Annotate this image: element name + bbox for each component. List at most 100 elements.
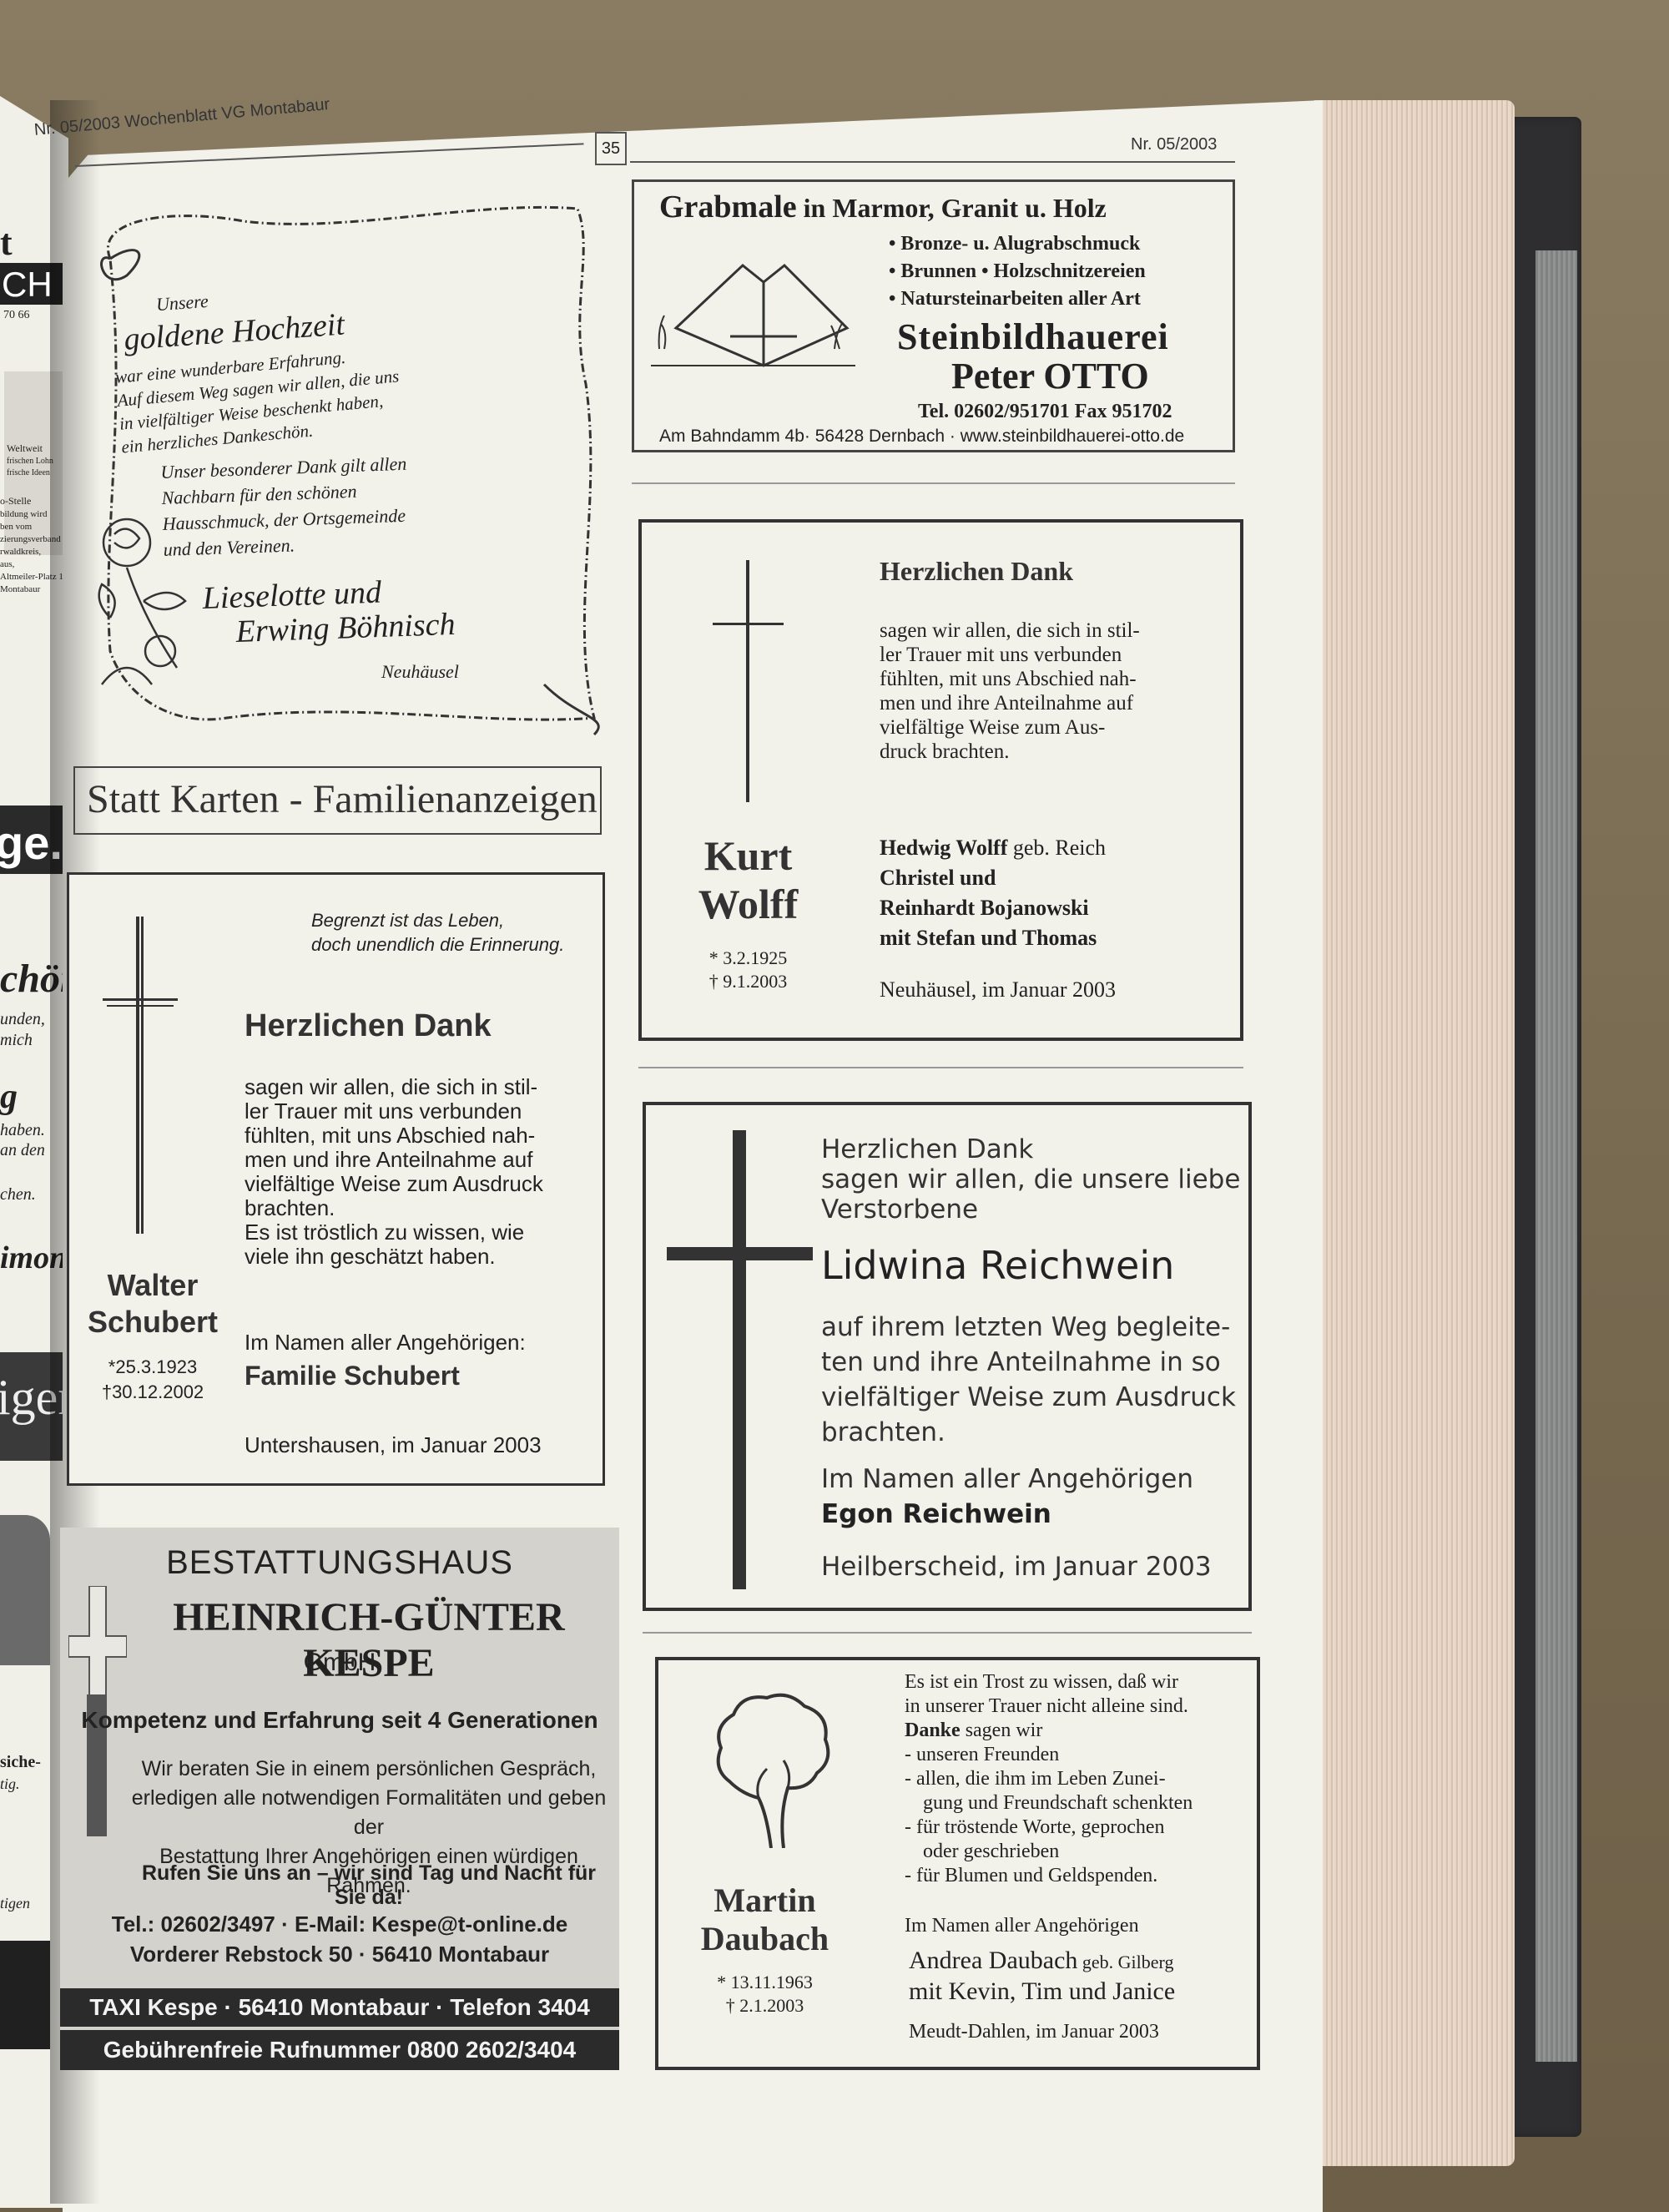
left-fragment: frische Ideen xyxy=(7,468,50,477)
daubach-family-b: mit Kevin, Tim und Janice xyxy=(909,1977,1176,2005)
died-date: †30.12.2002 xyxy=(101,1381,204,1402)
body-line: Bestattung Ihrer Angehörigen einen würdi… xyxy=(159,1845,578,1897)
reichwein-body: auf ihrem letzten Weg begleite- ten und … xyxy=(821,1310,1236,1450)
statt-karten-box: Statt Karten - Familienanzeigen xyxy=(73,766,602,835)
grabmale-company: Steinbildhauerei xyxy=(897,316,1169,357)
left-logo: CH xyxy=(0,263,63,305)
left-fragment: g xyxy=(0,1078,18,1116)
left-fragment: Altmeiler-Platz 1, xyxy=(0,572,66,582)
family-line-a: Hedwig Wolff geb. Reich xyxy=(880,833,1106,863)
bullet-line: • Bronze- u. Alugrabschmuck xyxy=(889,233,1141,255)
divider xyxy=(643,1632,1252,1634)
body-line: vielfältige Weise zum Ausdruck xyxy=(245,1171,543,1196)
cross-bar xyxy=(103,998,178,1001)
family-name: Andrea Daubach xyxy=(909,1947,1078,1974)
schubert-quote: Begrenzt ist das Leben, doch unendlich d… xyxy=(311,908,564,957)
kespe-gmbh: GmbH xyxy=(303,1649,376,1676)
list-line: - für Blumen und Geldspenden. xyxy=(905,1865,1158,1886)
body-line: druck brachten. xyxy=(880,740,1010,763)
grabmale-tel: Tel. 02602/951701 Fax 951702 xyxy=(918,401,1172,422)
left-fragment: ben vom xyxy=(0,522,33,532)
schubert-name: Walter Schubert xyxy=(78,1267,228,1341)
name-line: Wolff xyxy=(698,881,799,927)
born-date: * 13.11.1963 xyxy=(717,1972,813,1992)
header-right: Nr. 05/2003 xyxy=(1131,135,1218,154)
cross-bar xyxy=(713,623,784,625)
schubert-place-date: Untershausen, im Januar 2003 xyxy=(245,1432,542,1457)
family-line: Christel und xyxy=(880,866,996,890)
list-line: - allen, die ihm im Leben Zunei- xyxy=(905,1768,1166,1790)
left-fragment: bildung wird xyxy=(0,509,48,519)
left-fragment: chön xyxy=(0,957,68,1001)
tree-icon xyxy=(716,1693,830,1848)
daubach-place-date: Meudt-Dahlen, im Januar 2003 xyxy=(909,2021,1159,2043)
body-line: brachten. xyxy=(821,1417,945,1447)
cross-icon-shadow xyxy=(141,917,144,1234)
kespe-ad: BESTATTUNGSHAUS HEINRICH-GÜNTER KESPE Gm… xyxy=(60,1528,619,2070)
schubert-dates: *25.3.1923 †30.12.2002 xyxy=(78,1355,228,1405)
name-line: Martin xyxy=(713,1881,816,1919)
left-fragment: siche- xyxy=(0,1753,41,1771)
daubach-signoff: Im Namen aller Angehörigen xyxy=(905,1915,1139,1937)
born-date: * 3.2.1925 xyxy=(708,947,788,968)
body-line: men und ihre Anteilnahme auf xyxy=(245,1147,533,1172)
intro-line: Verstorbene xyxy=(821,1194,979,1225)
kespe-top xyxy=(60,1528,619,1558)
cover-texture xyxy=(1535,250,1577,2062)
left-fragment: tig. xyxy=(0,1775,20,1792)
left-fragment: unden, xyxy=(0,1010,45,1028)
schubert-ad: Begrenzt ist das Leben, doch unendlich d… xyxy=(67,872,605,1486)
cross-icon xyxy=(733,1130,746,1589)
family-nee: geb. Reich xyxy=(1007,836,1107,860)
wolff-body: sagen wir allen, die sich in stil- ler T… xyxy=(880,619,1201,764)
body-line: viele ihn geschätzt haben. xyxy=(245,1244,496,1269)
body-line: ten und ihre Anteilnahme in so xyxy=(821,1347,1221,1377)
grabmale-bullets: • Bronze- u. Alugrabschmuck • Brunnen • … xyxy=(889,230,1146,313)
quote-line: Begrenzt ist das Leben, xyxy=(311,910,505,931)
divider xyxy=(632,482,1235,484)
body-line: ler Trauer mit uns verbunden xyxy=(245,1098,522,1124)
kespe-name: HEINRICH-GÜNTER KESPE xyxy=(173,1595,565,1685)
name-line: Kurt xyxy=(703,832,793,879)
wolff-family: Hedwig Wolff geb. Reich Christel und Rei… xyxy=(880,833,1106,953)
cross-icon xyxy=(746,560,749,802)
left-fragment: Weltweit xyxy=(7,442,43,454)
wolff-name: Kurt Wolff xyxy=(642,831,855,928)
hochzeit-line1: Unsere xyxy=(155,290,209,316)
wolff-place-date: Neuhäusel, im Januar 2003 xyxy=(880,977,1117,1002)
grabmale-title: Grabmale in Marmor, Granit u. Holz xyxy=(659,189,1107,225)
name-line: Walter xyxy=(107,1268,199,1302)
danke-bold: Danke xyxy=(905,1720,961,1741)
body-line: sagen wir allen, die sich in stil- xyxy=(245,1074,538,1099)
grabmale-ad: Grabmale in Marmor, Granit u. Holz • Bro… xyxy=(632,179,1235,452)
grabmale-title-a: Grabmale xyxy=(659,189,797,225)
reichwein-intro: Herzlichen Dank sagen wir allen, die uns… xyxy=(821,1134,1240,1225)
schubert-body: sagen wir allen, die sich in stil- ler T… xyxy=(245,1075,578,1269)
wolff-heading: Herzlichen Dank xyxy=(880,556,1073,586)
list-line: oder geschrieben xyxy=(923,1841,1060,1862)
kespe-address: Vorderer Rebstock 50 · 56410 Montabaur xyxy=(129,1942,550,1967)
page-edges xyxy=(1314,100,1515,2166)
name-line: Daubach xyxy=(700,1920,829,1957)
kespe-free: Gebührenfreie Rufnummer 0800 2602/3404 xyxy=(103,2037,577,2063)
danke-rest: sagen wir xyxy=(960,1720,1043,1741)
kespe-free-bar: Gebührenfreie Rufnummer 0800 2602/3404 xyxy=(60,2030,619,2070)
list-line: - für tröstende Worte, geprochen xyxy=(905,1816,1165,1838)
kespe-call: Rufen Sie uns an – wir sind Tag und Nach… xyxy=(141,1861,597,1909)
intro-line: Herzlichen Dank xyxy=(821,1134,1034,1164)
hochzeit-ad: Unsere goldene Hochzeit war eine wunderb… xyxy=(77,184,603,743)
left-ad-black xyxy=(0,1941,50,2049)
left-fragment: t xyxy=(0,222,13,263)
hochzeit-place: Neuhäusel xyxy=(381,661,459,682)
left-fragment: chen. xyxy=(0,1185,36,1204)
wolff-ad: Kurt Wolff * 3.2.1925 † 9.1.2003 Herzlic… xyxy=(638,519,1243,1041)
hochzeit-name2: Erwing Böhnisch xyxy=(235,606,456,649)
family-line: mit Stefan und Thomas xyxy=(880,926,1097,950)
left-fragment: o-Stelle xyxy=(0,495,32,507)
body-line: auf ihrem letzten Weg begleite- xyxy=(821,1312,1231,1342)
daubach-family-a: Andrea Daubach geb. Gilberg xyxy=(909,1947,1173,1975)
born-date: *25.3.1923 xyxy=(108,1356,198,1377)
family-line: Reinhardt Bojanowski xyxy=(880,896,1089,920)
list-line: gung und Freundschaft schenkten xyxy=(923,1792,1193,1814)
intro-line: sagen wir allen, die unsere liebe xyxy=(821,1164,1241,1194)
